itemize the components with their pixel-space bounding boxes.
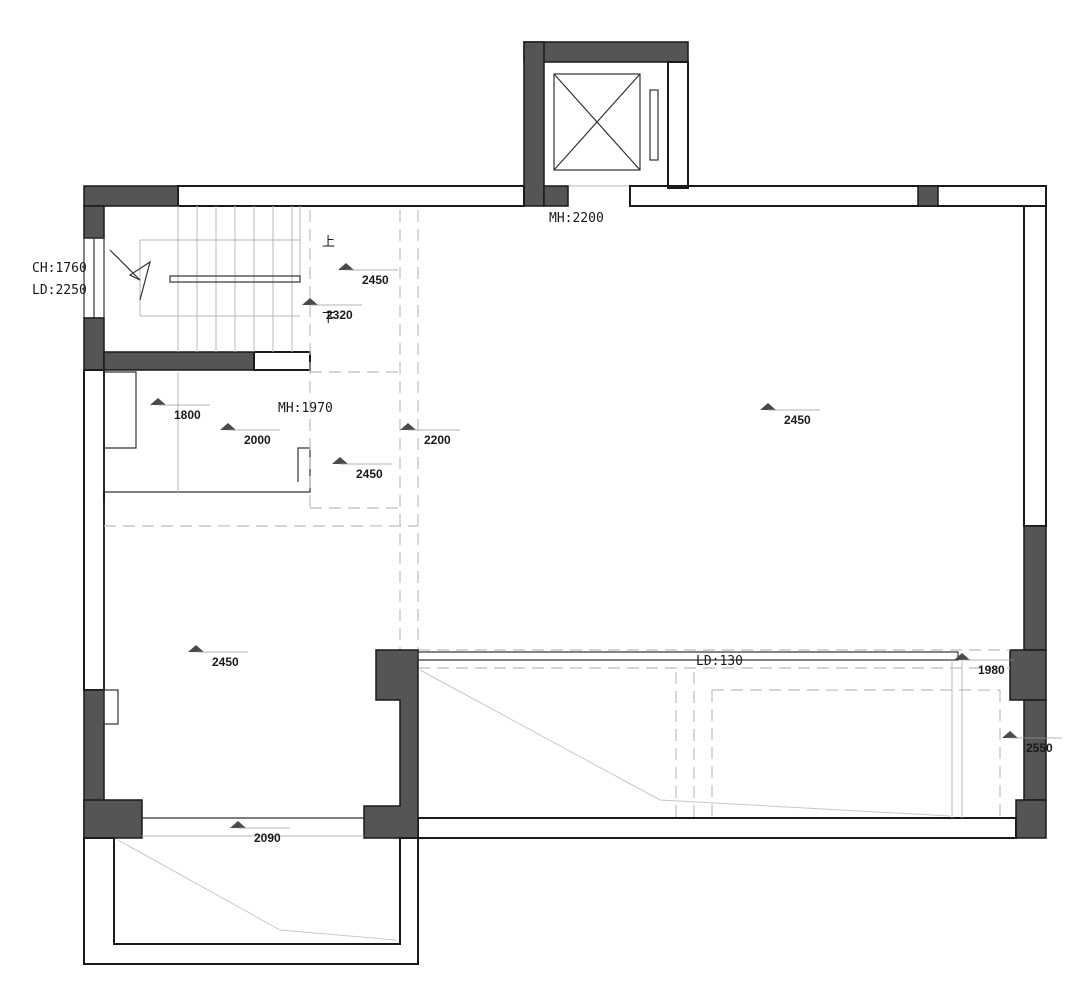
level-triangle (220, 423, 236, 430)
right-wall-pier (1009, 649, 1047, 701)
balcony-diag-3 (117, 839, 281, 931)
level-triangle (1002, 731, 1018, 738)
stair-up-label: 上 (322, 235, 335, 250)
bottom-balcony (83, 817, 419, 965)
level-triangle (188, 645, 204, 652)
level-marker-passage: 2200 (400, 423, 460, 447)
right-wall-upper (1023, 205, 1047, 527)
top-left-column (83, 185, 179, 207)
level-value: 2450 (784, 413, 811, 427)
mh-mid-label: MH:1970 (278, 401, 333, 416)
ld-left-label: LD:2250 (32, 283, 87, 298)
storage-niche (104, 371, 137, 449)
level-marker-corridor: 2450 (332, 457, 392, 481)
elevator-counterweight (649, 89, 659, 161)
left-wall-mid (83, 317, 105, 371)
ld-balcony-label: LD:130 (696, 654, 743, 669)
balcony-rail (417, 651, 959, 661)
stair-bottom-wall (103, 351, 255, 371)
stair-treads (177, 206, 301, 352)
elevator-cross-2 (553, 73, 641, 171)
elevator-shaft (523, 41, 689, 207)
elevator-jamb (543, 185, 569, 207)
level-marker-left-room: 2450 (188, 645, 248, 669)
outer-walls (83, 185, 1047, 839)
level-marker-right-wall: 2550 (1002, 731, 1062, 755)
bottom-wall (417, 817, 1017, 839)
left-wall-long (83, 369, 105, 691)
top-wall-right (629, 185, 1047, 207)
elevator-right-wall (667, 61, 689, 189)
stair-bottom-wall-end (253, 351, 311, 371)
level-value: 2200 (424, 433, 451, 447)
balcony-diag-1 (419, 669, 661, 801)
level-value: 2450 (362, 273, 389, 287)
level-value: 2450 (356, 467, 383, 481)
level-marker-main-hall: 2450 (760, 403, 820, 427)
elevator-car (553, 73, 641, 171)
level-triangle (230, 821, 246, 828)
level-marker-bottom-door: 2090 (230, 821, 290, 845)
center-pier (363, 649, 419, 839)
level-triangle (954, 653, 970, 660)
balcony-diag-4 (279, 929, 397, 941)
left-wall-top (83, 205, 105, 239)
level-triangle (760, 403, 776, 410)
right-wall-solid (1023, 525, 1047, 651)
stair-down-label: 下 (322, 311, 335, 326)
level-value: 2320 (326, 308, 353, 322)
level-value: 1800 (174, 408, 201, 422)
level-marker-stair-landing: 2320 (302, 298, 362, 322)
level-value: 2450 (212, 655, 239, 669)
staircase: 上 下 (103, 206, 335, 371)
level-value: 1980 (978, 663, 1005, 677)
storage-room (103, 371, 311, 690)
storage-bottom-wall (104, 447, 311, 493)
level-marker-storage-a: 1800 (150, 398, 210, 422)
balcony-diag-2 (659, 799, 951, 817)
top-right-column (917, 185, 939, 207)
inner-piers (363, 649, 963, 839)
bottom-left-column (83, 799, 143, 839)
dashed-guides (104, 210, 1010, 818)
elevator-left-wall (523, 41, 545, 207)
level-triangle (332, 457, 348, 464)
level-triangle (302, 298, 318, 305)
top-wall-left (177, 185, 525, 207)
level-triangle (400, 423, 416, 430)
level-value: 2550 (1026, 741, 1053, 755)
bottom-right-column (1015, 799, 1047, 839)
stair-handrail (169, 275, 301, 283)
level-marker-balcony-edge: 1980 (954, 653, 1014, 677)
stair-break-mark (109, 249, 151, 301)
level-value: 2000 (244, 433, 271, 447)
level-value: 2090 (254, 831, 281, 845)
level-markers: 2450 2320 1800 2000 2450 2200 2450 2450 1980 2550… (150, 263, 1062, 845)
elevator-top-wall (523, 41, 689, 63)
level-triangle (150, 398, 166, 405)
level-triangle (338, 263, 354, 270)
left-door-stop (103, 689, 119, 725)
ch-left-label: CH:1760 (32, 261, 87, 276)
mh-top-label: MH:2200 (549, 211, 604, 226)
level-marker-stair-top: 2450 (338, 263, 398, 287)
level-marker-storage-b: 2000 (220, 423, 280, 447)
balcony-parapet (83, 837, 419, 965)
